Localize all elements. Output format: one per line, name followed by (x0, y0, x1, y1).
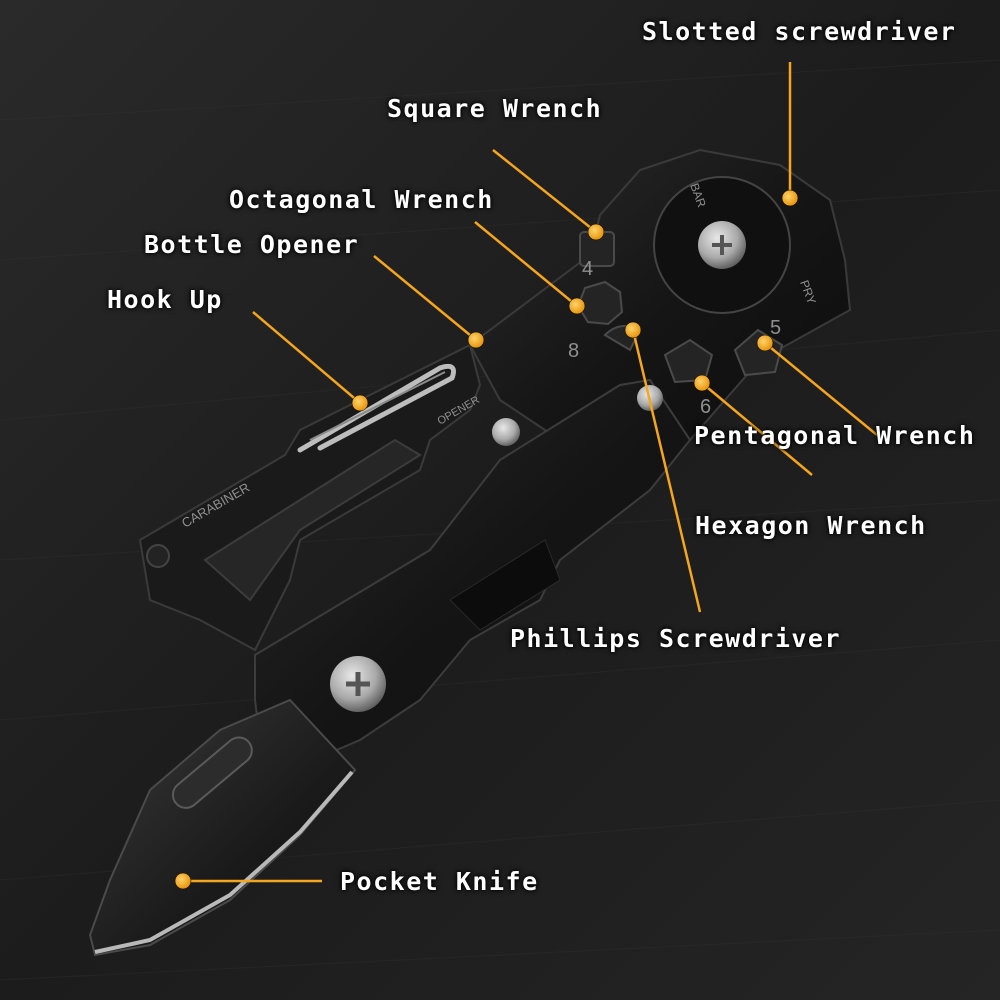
hexagon-wrench-hole (663, 338, 714, 384)
label-square-wrench: Square Wrench (387, 94, 603, 123)
label-slotted-screwdriver: Slotted screwdriver (642, 17, 957, 46)
dot-square (587, 223, 605, 241)
size-4-engraving: 4 (582, 258, 593, 280)
dot-hexagon (693, 374, 711, 392)
carabiner-wire-gate (297, 363, 456, 453)
label-pentagonal-wrench: Pentagonal Wrench (694, 421, 976, 450)
leader-pentagonal (764, 342, 878, 436)
leader-square (492, 149, 597, 233)
serration-cutout (449, 539, 561, 631)
leader-octagonal (474, 221, 578, 307)
label-hook-up: Hook Up (107, 285, 223, 314)
label-phillips-screwdriver: Phillips Screwdriver (510, 624, 842, 653)
lanyard-hole (146, 544, 170, 568)
callout-lines (183, 62, 878, 883)
handle-screw-small (492, 418, 520, 446)
leader-bottle (373, 255, 477, 341)
leader-hook (252, 311, 361, 404)
dot-slotted (781, 189, 799, 207)
leader-hexagon (701, 382, 813, 476)
blade-thumb-slot (171, 736, 253, 809)
label-hexagon-wrench: Hexagon Wrench (695, 511, 927, 540)
carabiner-window (203, 438, 422, 602)
size-5-engraving: 5 (770, 317, 781, 339)
label-pocket-knife: Pocket Knife (340, 867, 539, 896)
leader-phillips (631, 329, 702, 613)
dot-octagonal (568, 297, 586, 315)
callout-dots (174, 189, 799, 890)
dot-bottle (467, 331, 485, 349)
blade-edge (94, 770, 354, 954)
size-6-engraving: 6 (700, 396, 711, 418)
dot-knife (174, 872, 192, 890)
label-bottle-opener: Bottle Opener (144, 230, 360, 259)
size-8-engraving: 8 (568, 340, 579, 362)
dot-phillips (624, 321, 642, 339)
dot-hook (351, 394, 369, 412)
dot-pentagonal (756, 334, 774, 352)
label-octagonal-wrench: Octagonal Wrench (229, 185, 494, 214)
